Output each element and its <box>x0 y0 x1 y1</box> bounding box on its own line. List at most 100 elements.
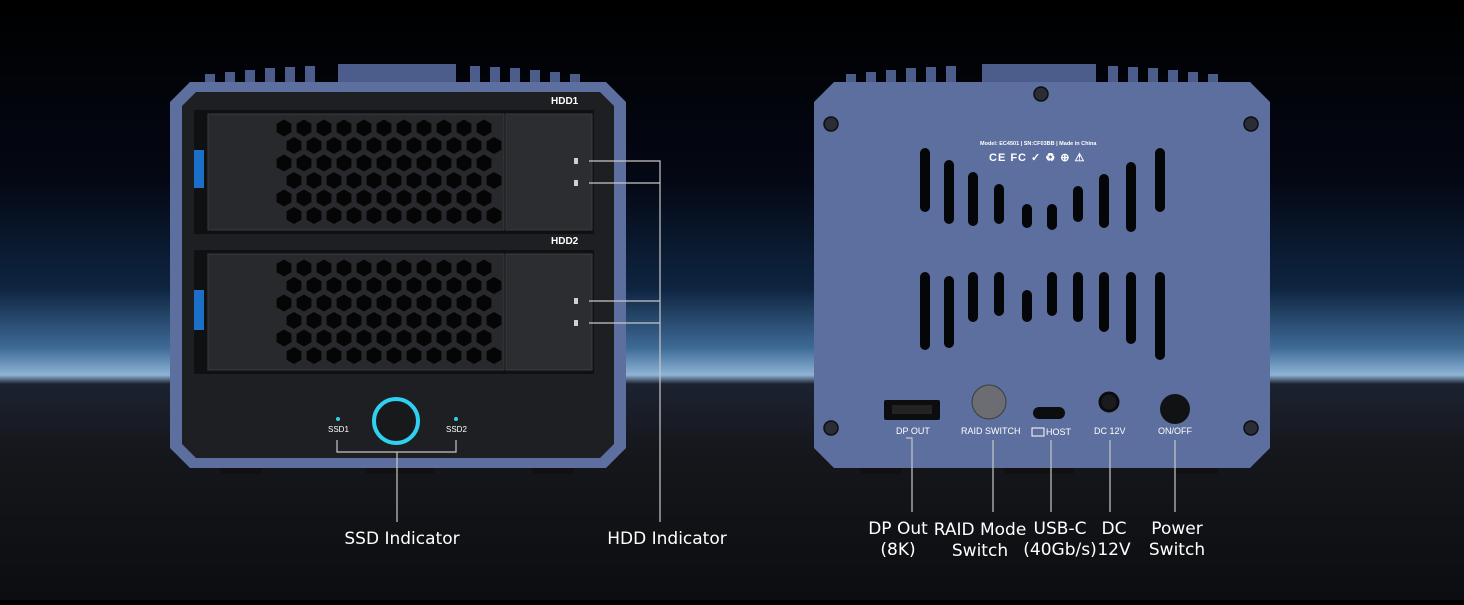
vent-hole <box>336 154 352 172</box>
vent-hole <box>316 294 332 312</box>
vent-hole <box>386 172 402 189</box>
vent-hole <box>446 137 462 154</box>
vent-hole <box>476 294 492 312</box>
vent-hole <box>466 137 482 154</box>
vent-hole <box>416 259 432 277</box>
vent-hole <box>416 119 432 137</box>
ssd1-led <box>336 417 340 421</box>
dc-12v-jack[interactable] <box>1098 391 1120 413</box>
vent-hole <box>476 189 492 207</box>
vent-hole <box>396 259 412 277</box>
vent-hole <box>356 189 372 207</box>
vent-hole <box>396 119 412 137</box>
hdd-indicator-callout: HDD Indicator <box>607 529 727 549</box>
vent-hole <box>376 189 392 207</box>
vent-hole <box>436 189 452 207</box>
vent-hole <box>486 137 502 154</box>
vent-hole <box>386 137 402 154</box>
vent-slot <box>1099 174 1109 228</box>
vent-hole <box>386 347 402 364</box>
vent-hole <box>356 294 372 312</box>
vent-hole <box>446 207 462 224</box>
vent-hole <box>376 259 392 277</box>
vent-hole <box>316 329 332 347</box>
vent-hole <box>476 329 492 347</box>
vent-hole <box>276 329 292 347</box>
front-view: HDD1 HDD2 SSD1 SSD2 SSD Indicator HDD In… <box>170 64 727 549</box>
power-ring-button[interactable] <box>372 397 420 445</box>
vent-hole <box>356 259 372 277</box>
vent-hole <box>486 172 502 189</box>
vent-hole <box>276 294 292 312</box>
vent-hole <box>316 154 332 172</box>
vent-hole <box>436 294 452 312</box>
vent-hole <box>306 312 322 329</box>
vent-hole <box>286 172 302 189</box>
back-vent-slots <box>920 148 1165 360</box>
raid-switch-port-label: RAID SWITCH <box>961 426 1021 436</box>
certification-marks: CE FC ✓ ♻ ⊕ ⚠ <box>989 152 1086 164</box>
vent-hole <box>336 119 352 137</box>
vent-hole <box>296 259 312 277</box>
vent-slot <box>944 276 954 348</box>
vent-hole <box>466 347 482 364</box>
bay2-vent-grille <box>276 259 502 364</box>
vent-hole <box>306 207 322 224</box>
dp-out-port-label: DP OUT <box>896 426 930 436</box>
raid-mode-callout: RAID Mode Switch <box>933 520 1027 561</box>
ssd-indicator-callout: SSD Indicator <box>344 529 460 549</box>
vent-slot <box>968 172 978 226</box>
ssd1-label: SSD1 <box>328 425 349 434</box>
vent-hole <box>306 277 322 294</box>
front-callout-lines <box>336 160 661 522</box>
vent-hole <box>316 189 332 207</box>
raid-switch[interactable] <box>971 384 1007 420</box>
vent-hole <box>326 207 342 224</box>
vent-hole <box>426 137 442 154</box>
vent-hole <box>476 119 492 137</box>
back-view: Model: EC4501 | SN:CF03BB | Made in Chin… <box>740 0 1464 600</box>
vent-hole <box>396 189 412 207</box>
on-off-port-label: ON/OFF <box>1158 426 1192 436</box>
vent-hole <box>326 137 342 154</box>
usb-c-callout: USB-C (40Gb/s) <box>1023 519 1097 560</box>
vent-slot <box>1022 290 1032 322</box>
usb-c-port[interactable] <box>1033 407 1065 419</box>
vent-hole <box>346 277 362 294</box>
vent-hole <box>416 189 432 207</box>
vent-hole <box>466 207 482 224</box>
vent-hole <box>286 347 302 364</box>
vent-hole <box>456 119 472 137</box>
vent-hole <box>426 207 442 224</box>
vent-hole <box>276 154 292 172</box>
vent-slot <box>1047 204 1057 230</box>
vent-slot <box>1073 186 1083 222</box>
vent-hole <box>296 189 312 207</box>
vent-hole <box>326 347 342 364</box>
vent-hole <box>466 312 482 329</box>
vent-hole <box>366 277 382 294</box>
vent-hole <box>466 172 482 189</box>
vent-hole <box>456 329 472 347</box>
vent-hole <box>436 154 452 172</box>
vent-slot <box>968 272 978 322</box>
vent-hole <box>486 312 502 329</box>
host-port-label: HOST <box>1046 427 1072 437</box>
vent-hole <box>366 172 382 189</box>
vent-hole <box>366 312 382 329</box>
vent-hole <box>376 154 392 172</box>
vent-hole <box>356 119 372 137</box>
vent-hole <box>306 347 322 364</box>
vent-hole <box>476 259 492 277</box>
back-enclosure <box>814 64 1270 512</box>
vent-hole <box>446 277 462 294</box>
vent-hole <box>306 137 322 154</box>
vent-hole <box>336 294 352 312</box>
vent-hole <box>456 154 472 172</box>
vent-slot <box>1047 272 1057 316</box>
bay2-label: HDD2 <box>551 236 579 247</box>
vent-hole <box>406 312 422 329</box>
on-off-button[interactable] <box>1160 394 1190 424</box>
vent-hole <box>466 277 482 294</box>
vent-hole <box>316 119 332 137</box>
